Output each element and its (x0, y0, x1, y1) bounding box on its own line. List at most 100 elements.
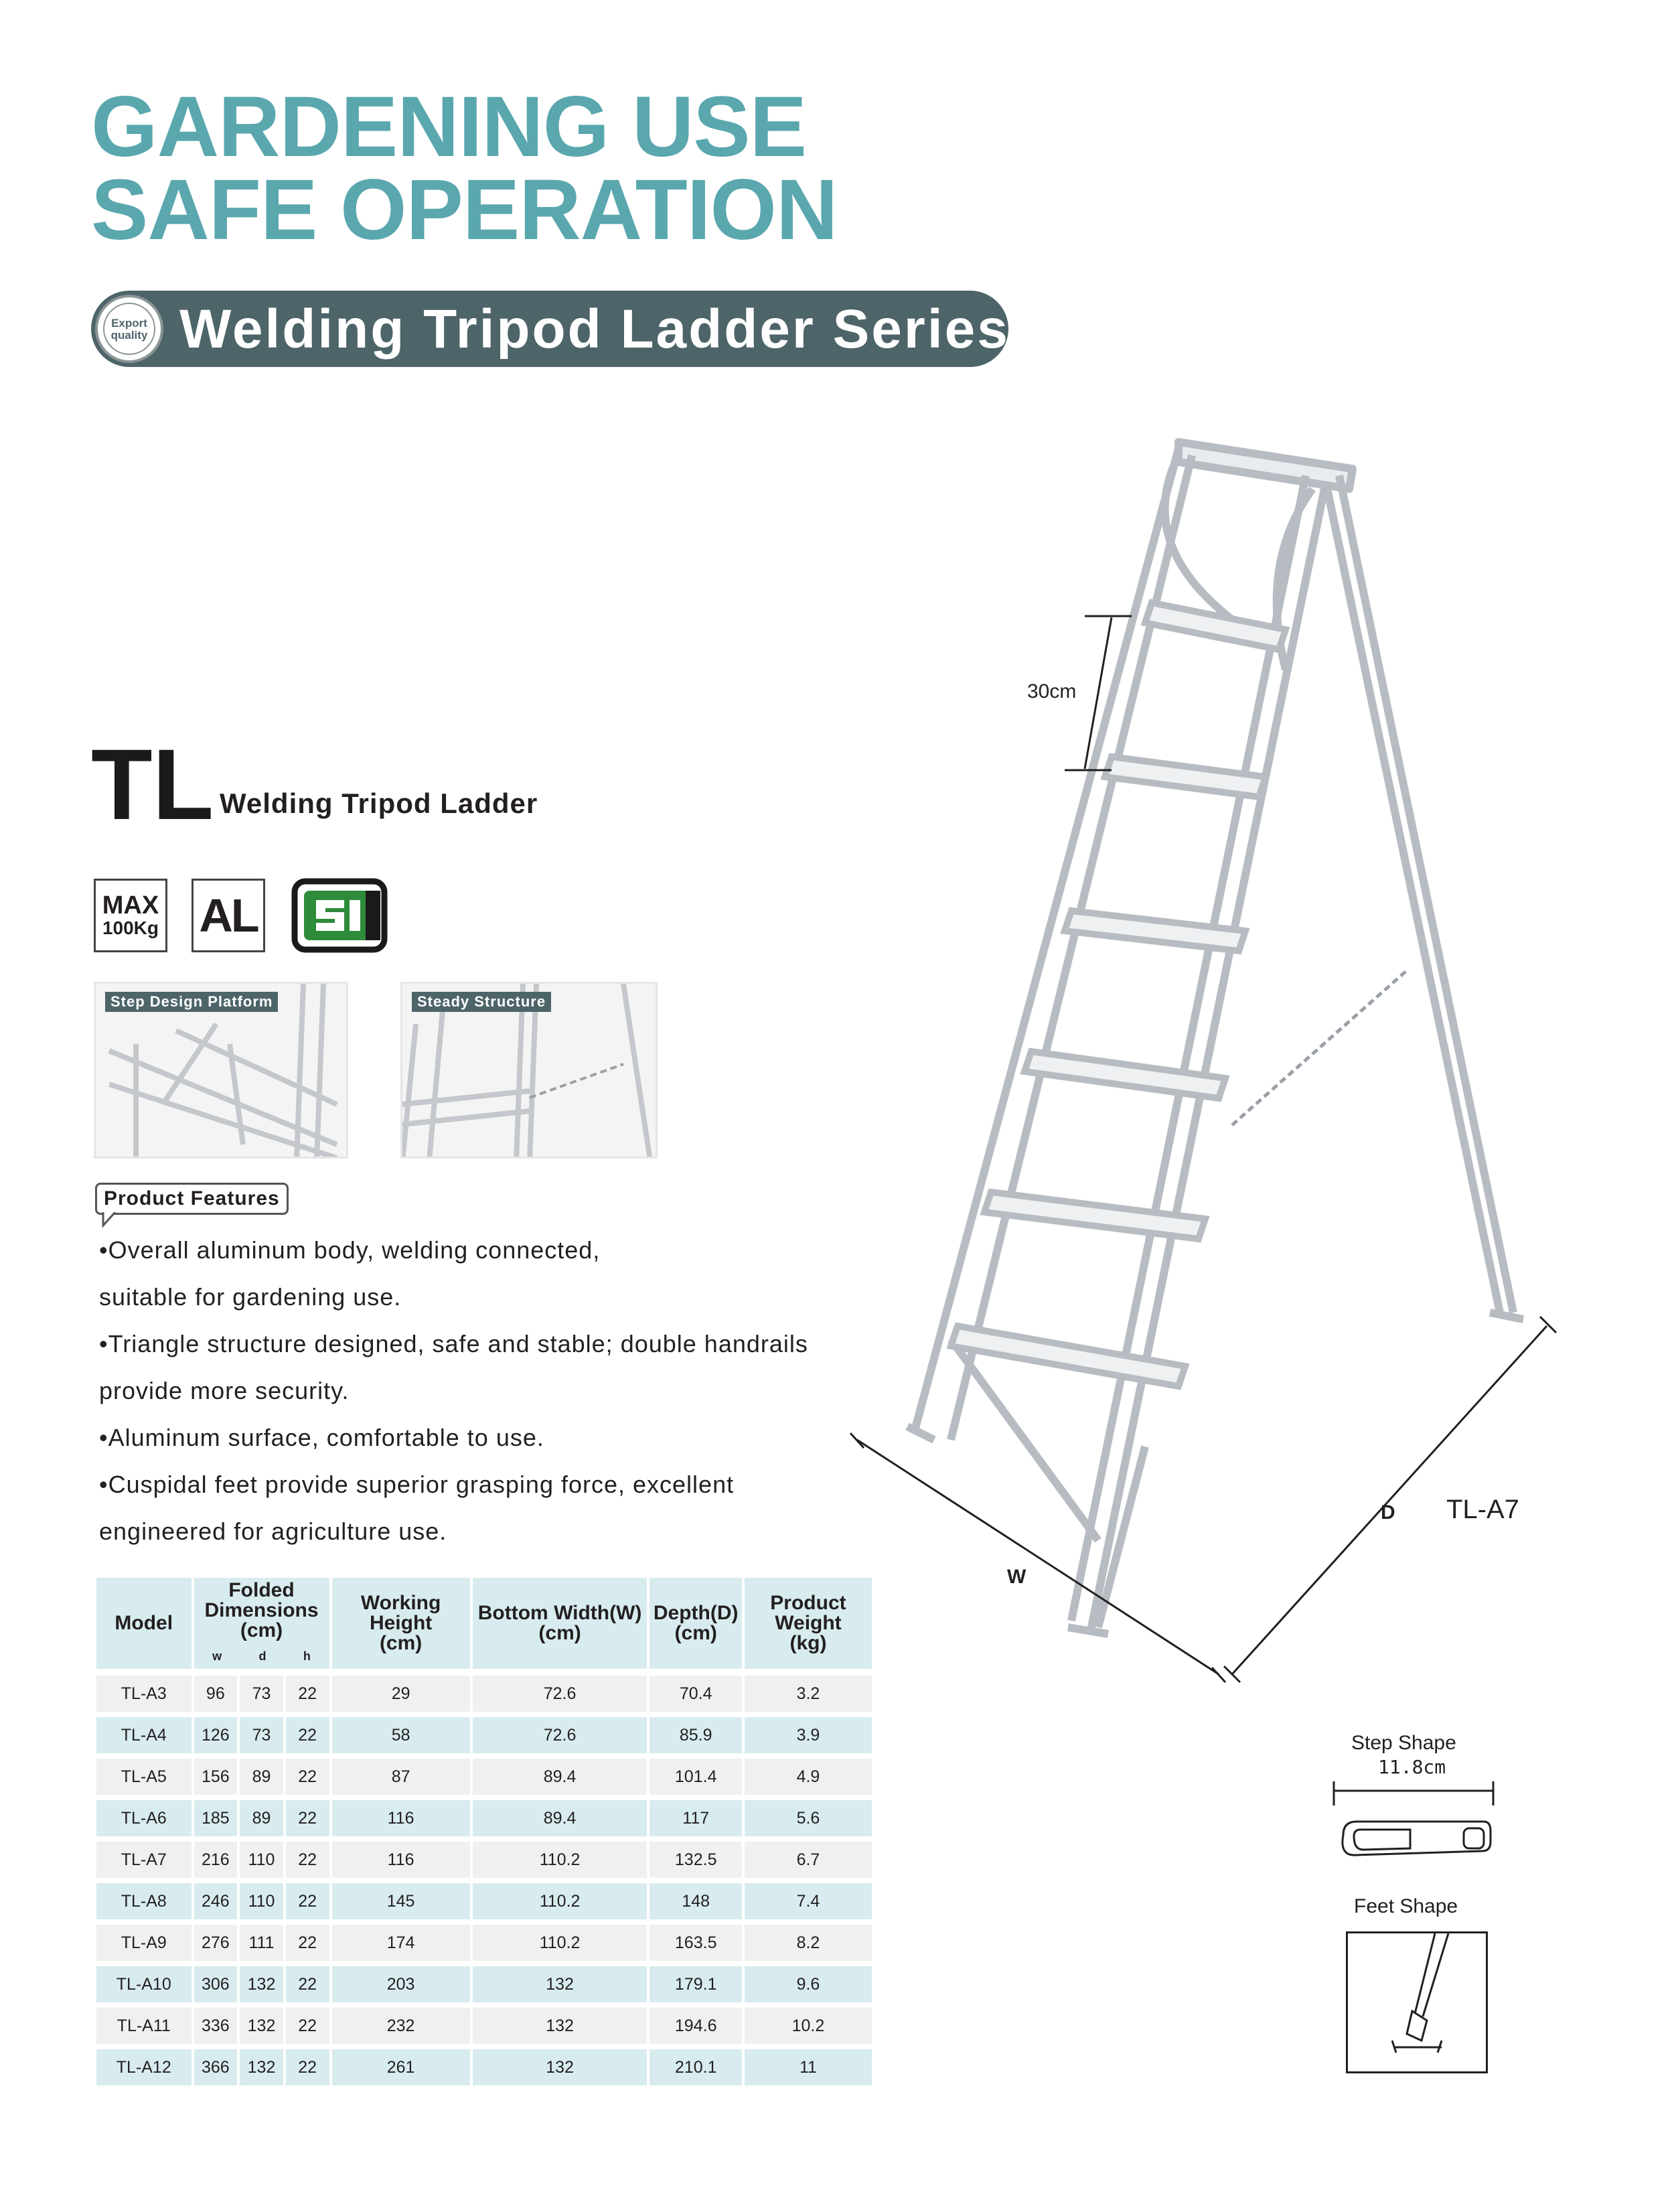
step-platform-photo: Step Design Platform (94, 982, 348, 1159)
step-platform-label: Step Design Platform (105, 992, 279, 1012)
steady-structure-label: Steady Structure (412, 992, 552, 1012)
cell-folded-w: 306 (194, 1966, 238, 2008)
cell-depth: 148 (650, 1883, 742, 1925)
cell-model: TL-A12 (96, 2049, 192, 2091)
table-header-row: Model Folded Dimensions (cm) w d h Worki… (96, 1578, 872, 1669)
feature-line: •Aluminum surface, comfortable to use. (99, 1424, 544, 1451)
cell-weight: 4.9 (744, 1759, 872, 1800)
cell-folded-w: 96 (194, 1676, 238, 1717)
cell-folded-h: 22 (285, 2008, 329, 2049)
model-label: TL-A7 (1446, 1495, 1519, 1524)
product-code: TL (91, 728, 214, 840)
series-title: Welding Tripod Ladder Series (179, 299, 1010, 360)
cell-depth: 194.6 (650, 2008, 742, 2049)
speech-tail-icon (102, 1212, 117, 1228)
col-folded-w: w (212, 1649, 222, 1663)
cell-model: TL-A4 (96, 1717, 192, 1759)
cell-folded-h: 22 (285, 1925, 329, 1966)
col-working-height: Working Height (cm) (331, 1578, 470, 1669)
cell-weight: 5.6 (744, 1800, 872, 1842)
cell-bottom-width: 89.4 (472, 1759, 648, 1800)
feature-line: •Triangle structure designed, safe and s… (99, 1330, 808, 1357)
cell-working-height: 29 (331, 1676, 470, 1717)
cell-bottom-width: 110.2 (472, 1925, 648, 1966)
cell-working-height: 174 (331, 1925, 470, 1966)
badge-text-line2: quality (110, 329, 148, 342)
cell-folded-d: 132 (240, 2008, 283, 2049)
cell-bottom-width: 89.4 (472, 1800, 648, 1842)
cell-depth: 163.5 (650, 1925, 742, 1966)
cell-model: TL-A7 (96, 1842, 192, 1883)
tripod-ladder-illustration (849, 438, 1557, 1684)
cell-bottom-width: 132 (472, 2049, 648, 2091)
features-title: Product Features (95, 1183, 289, 1215)
feet-shape-title: Feet Shape (1354, 1895, 1458, 1917)
cell-working-height: 203 (331, 1966, 470, 2008)
step-shape-title: Step Shape (1351, 1732, 1456, 1754)
cell-folded-h: 22 (285, 1842, 329, 1883)
cell-folded-h: 22 (285, 1759, 329, 1800)
headline: GARDENING USE SAFE OPERATION (91, 84, 838, 253)
feet-shape-box (1346, 1931, 1488, 2073)
col-folded-d: d (258, 1649, 267, 1663)
step-shape-size: 11.8cm (1378, 1756, 1446, 1778)
step-platform-image (108, 984, 338, 1157)
cell-folded-d: 110 (240, 1883, 283, 1925)
max-load-badge: MAX 100Kg (94, 879, 167, 952)
step-shape-icon (1333, 1781, 1495, 1856)
cell-working-height: 87 (331, 1759, 470, 1800)
cell-depth: 132.5 (650, 1842, 742, 1883)
cell-working-height: 261 (331, 2049, 470, 2091)
col-weight: Product Weight (kg) (744, 1578, 872, 1669)
steady-structure-image (402, 984, 653, 1157)
cell-model: TL-A9 (96, 1925, 192, 1966)
cell-folded-h: 22 (285, 1676, 329, 1717)
cell-model: TL-A10 (96, 1966, 192, 2008)
cell-bottom-width: 72.6 (472, 1676, 648, 1717)
export-quality-seal-icon: Export quality (103, 303, 155, 355)
cell-folded-w: 126 (194, 1717, 238, 1759)
cell-depth: 117 (650, 1800, 742, 1842)
cell-folded-h: 22 (285, 1800, 329, 1842)
cell-depth: 179.1 (650, 1966, 742, 2008)
cell-bottom-width: 132 (472, 1966, 648, 2008)
spec-table: Model Folded Dimensions (cm) w d h Worki… (94, 1578, 874, 2091)
steady-structure-photo: Steady Structure (400, 982, 658, 1159)
cell-weight: 9.6 (744, 1966, 872, 2008)
cell-model: TL-A3 (96, 1676, 192, 1717)
max-load-value: 100Kg (102, 917, 159, 938)
cell-model: TL-A6 (96, 1800, 192, 1842)
cell-working-height: 116 (331, 1842, 470, 1883)
cell-bottom-width: 72.6 (472, 1717, 648, 1759)
depth-label: D (1381, 1501, 1395, 1524)
feature-line: •Overall aluminum body, welding connecte… (99, 1236, 601, 1264)
cell-working-height: 145 (331, 1883, 470, 1925)
max-load-label: MAX (102, 891, 159, 919)
col-folded: Folded Dimensions (cm) w d h (194, 1578, 329, 1669)
cell-depth: 70.4 (650, 1676, 742, 1717)
product-name: Welding Tripod Ladder (220, 788, 538, 819)
cell-folded-w: 366 (194, 2049, 238, 2091)
cell-folded-w: 156 (194, 1759, 238, 1800)
feature-line: •Cuspidal feet provide superior grasping… (99, 1471, 735, 1498)
cell-weight: 7.4 (744, 1883, 872, 1925)
cell-weight: 11 (744, 2049, 872, 2091)
cell-folded-d: 110 (240, 1842, 283, 1883)
cell-folded-h: 22 (285, 1966, 329, 2008)
cell-folded-d: 73 (240, 1717, 283, 1759)
cell-model: TL-A5 (96, 1759, 192, 1800)
si-certification-icon (291, 878, 388, 953)
cell-folded-d: 132 (240, 1966, 283, 2008)
cell-bottom-width: 110.2 (472, 1842, 648, 1883)
col-folded-h: h (303, 1649, 311, 1663)
step-spacing-label: 30cm (1027, 680, 1077, 703)
col-depth: Depth(D) (cm) (650, 1578, 742, 1669)
cell-folded-h: 22 (285, 1717, 329, 1759)
